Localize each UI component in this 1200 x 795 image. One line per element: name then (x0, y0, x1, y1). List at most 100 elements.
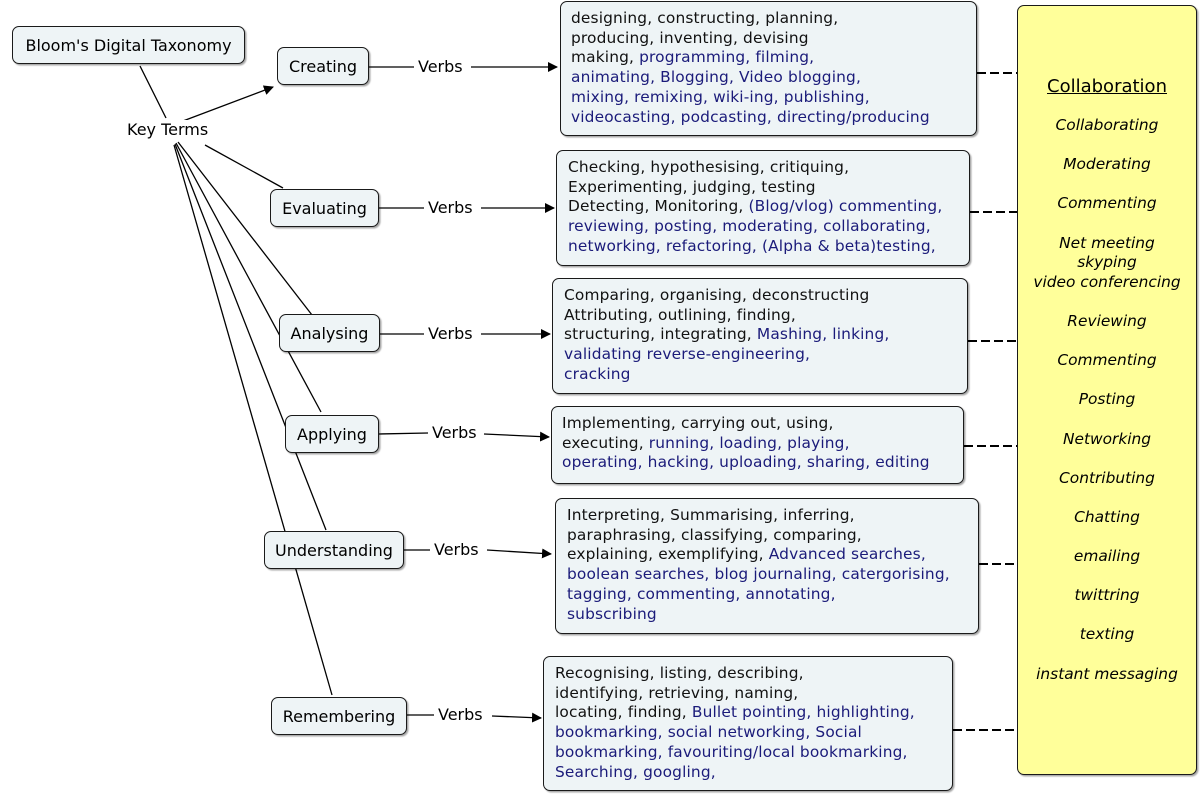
verbs-label-creating: Verbs (418, 57, 463, 77)
verbs-label-analysing: Verbs (428, 324, 473, 344)
verbs-text: Experimenting, judging, testing (568, 177, 816, 196)
verbs-text: Mashing, linking, (756, 325, 890, 344)
level-applying[interactable]: Applying (285, 415, 379, 453)
verbs-line: paraphrasing, classifying, comparing, (567, 526, 968, 546)
verbs-text: videocasting, podcasting, directing/prod… (571, 107, 930, 126)
verbs-line: mixing, remixing, wiki-ing, publishing, (571, 88, 966, 108)
level-understanding[interactable]: Understanding (264, 531, 404, 569)
collaboration-title: Collaboration (1047, 76, 1167, 97)
verbs-line: designing, constructing, planning, (571, 9, 966, 29)
collaboration-item: Commenting (1057, 194, 1157, 213)
verbs-line: subscribing (567, 605, 968, 625)
verbs-text: producing, inventing, devising (571, 28, 809, 47)
level-analysing[interactable]: Analysing (279, 314, 380, 352)
verbs-line: cracking (564, 365, 957, 385)
verbs-line: Detecting, Monitoring, (Blog/vlog) comme… (568, 197, 959, 217)
verbs-line: operating, hacking, uploading, sharing, … (562, 453, 953, 473)
verbs-text: programming, filming, (639, 48, 815, 67)
verbs-line: Searching, googling, (555, 763, 942, 783)
verbs-text: reviewing, posting, moderating, collabor… (568, 217, 931, 236)
verbs-line: reviewing, posting, moderating, collabor… (568, 217, 959, 237)
verbs-text: Checking, hypothesising, critiquing, (568, 158, 850, 176)
verbs-text: Comparing, organising, deconstructing (564, 286, 870, 304)
verbs-box-understanding: Interpreting, Summarising, inferring,par… (555, 498, 979, 634)
verbs-label-applying: Verbs (432, 423, 477, 443)
level-creating[interactable]: Creating (277, 47, 369, 85)
verbs-line: bookmarking, social networking, Social (555, 723, 942, 743)
verbs-line: Implementing, carrying out, using, (562, 414, 953, 434)
verbs-text: explaining, exemplifying, (567, 545, 769, 564)
verbs-text: Bullet pointing, highlighting, (691, 703, 915, 722)
verbs-text: cracking (564, 364, 631, 383)
collaboration-item: Reviewing (1067, 311, 1147, 330)
verbs-line: Attributing, outlining, finding, (564, 306, 957, 326)
verbs-text: Advanced searches, (768, 545, 926, 564)
verbs-line: making, programming, filming, (571, 48, 966, 68)
verbs-text: boolean searches, blog journaling, cater… (567, 565, 950, 584)
verbs-line: networking, refactoring, (Alpha & beta)t… (568, 237, 959, 257)
verbs-line: Checking, hypothesising, critiquing, (568, 158, 959, 178)
verbs-text: animating, Blogging, Video blogging, (571, 68, 861, 87)
verbs-line: executing, running, loading, playing, (562, 434, 953, 454)
collaboration-item: Contributing (1059, 468, 1155, 487)
verbs-label-evaluating: Verbs (428, 198, 473, 218)
verbs-line: producing, inventing, devising (571, 29, 966, 49)
verbs-text: validating reverse-engineering, (564, 345, 811, 364)
verbs-text: tagging, commenting, annotating, (567, 584, 836, 603)
verbs-text: paraphrasing, classifying, comparing, (567, 525, 862, 544)
collaboration-item: Posting (1078, 390, 1136, 409)
verbs-line: explaining, exemplifying, Advanced searc… (567, 545, 968, 565)
verbs-box-evaluating: Checking, hypothesising, critiquing,Expe… (556, 150, 970, 266)
verbs-line: animating, Blogging, Video blogging, (571, 68, 966, 88)
collaboration-item: Moderating (1063, 155, 1151, 174)
verbs-text: designing, constructing, planning, (571, 9, 839, 27)
collaboration-item: Networking (1062, 429, 1152, 448)
collaboration-item: emailing (1073, 547, 1141, 566)
verbs-line: structuring, integrating, Mashing, linki… (564, 325, 957, 345)
verbs-text: executing, (562, 433, 649, 452)
collaboration-item: twittring (1074, 586, 1140, 605)
verbs-line: identifying, retrieving, naming, (555, 684, 942, 704)
collaboration-item: Commenting (1057, 351, 1157, 370)
level-remembering[interactable]: Remembering (271, 697, 407, 735)
verbs-text: structuring, integrating, (564, 325, 757, 344)
verbs-text: (Blog/vlog) commenting, (748, 197, 943, 216)
verbs-text: Attributing, outlining, finding, (564, 305, 796, 324)
verbs-text: locating, finding, (555, 703, 692, 722)
verbs-line: videocasting, podcasting, directing/prod… (571, 108, 966, 128)
verbs-text: running, loading, playing, (648, 433, 850, 452)
verbs-line: Comparing, organising, deconstructing (564, 286, 957, 306)
verbs-line: Experimenting, judging, testing (568, 178, 959, 198)
collaboration-item: instant messaging (1036, 664, 1178, 683)
verbs-text: networking, refactoring, (Alpha & beta)t… (568, 236, 936, 255)
verbs-text: bookmarking, social networking, Social (555, 723, 862, 742)
verbs-label-remembering: Verbs (438, 705, 483, 725)
verbs-text: Interpreting, Summarising, inferring, (567, 506, 855, 524)
verbs-line: Recognising, listing, describing, (555, 664, 942, 684)
verbs-text: making, (571, 48, 640, 67)
collaboration-item: texting (1079, 625, 1135, 644)
diagram-title: Bloom's Digital Taxonomy (12, 26, 245, 64)
verbs-text: Implementing, carrying out, using, (562, 414, 834, 432)
collaboration-item: Collaborating (1055, 116, 1159, 134)
verbs-line: Interpreting, Summarising, inferring, (567, 506, 968, 526)
verbs-box-applying: Implementing, carrying out, using,execut… (551, 406, 964, 484)
verbs-text: bookmarking, favouriting/local bookmarki… (555, 742, 908, 761)
verbs-box-remembering: Recognising, listing, describing,identif… (543, 656, 953, 791)
verbs-text: identifying, retrieving, naming, (555, 683, 799, 702)
verbs-line: locating, finding, Bullet pointing, high… (555, 703, 942, 723)
verbs-line: boolean searches, blog journaling, cater… (567, 565, 968, 585)
verbs-text: Recognising, listing, describing, (555, 664, 804, 682)
verbs-box-creating: designing, constructing, planning,produc… (560, 1, 977, 136)
verbs-line: tagging, commenting, annotating, (567, 585, 968, 605)
verbs-line: validating reverse-engineering, (564, 345, 957, 365)
verbs-text: Searching, googling, (555, 762, 716, 781)
verbs-label-understanding: Verbs (434, 540, 479, 560)
level-evaluating[interactable]: Evaluating (270, 189, 379, 227)
verbs-line: bookmarking, favouriting/local bookmarki… (555, 743, 942, 763)
